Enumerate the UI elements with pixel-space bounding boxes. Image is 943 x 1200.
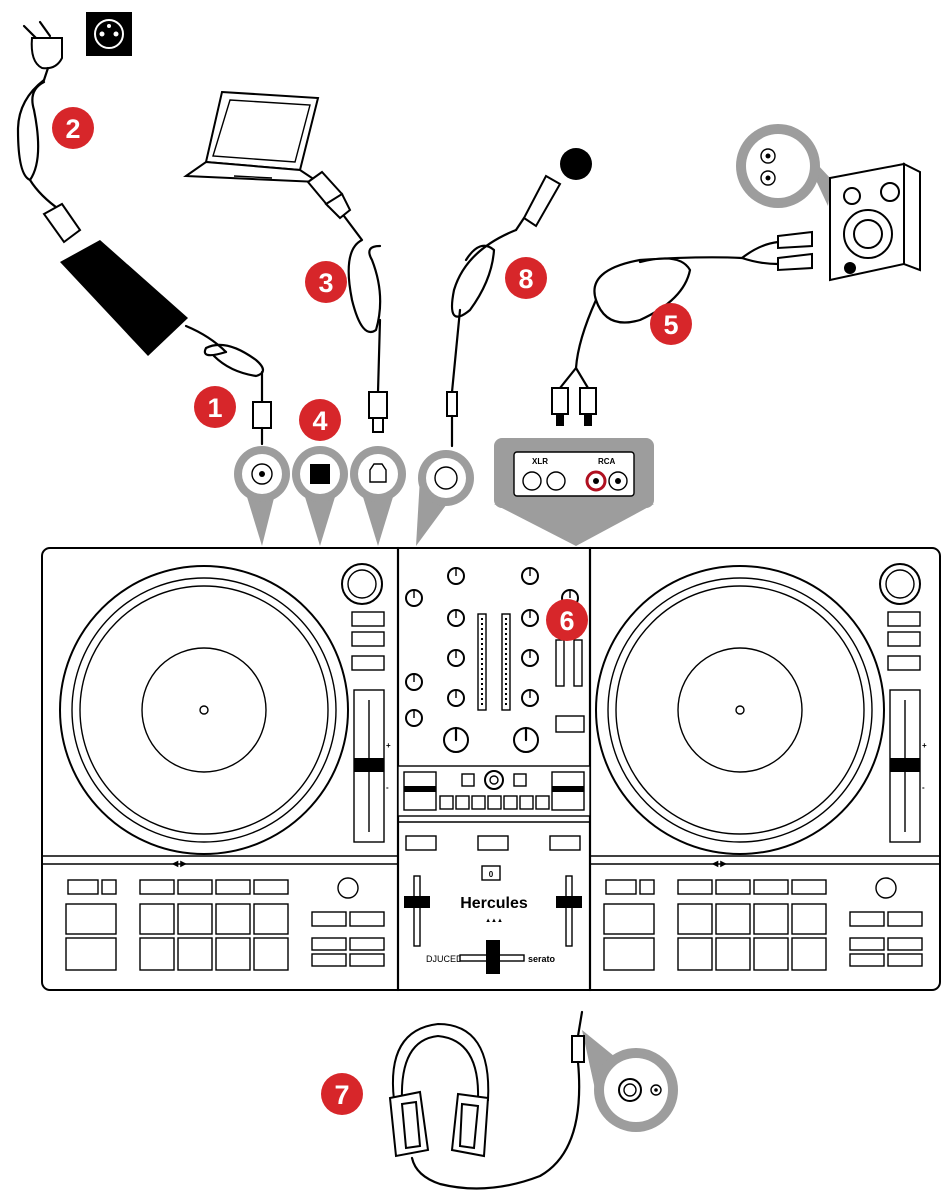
master-output-callout: XLR RCA bbox=[494, 438, 654, 546]
mixer-knob[interactable] bbox=[405, 589, 423, 607]
rca-label: RCA bbox=[598, 457, 616, 466]
svg-text:▲▲▲: ▲▲▲ bbox=[485, 918, 503, 924]
power-switch-callout bbox=[292, 446, 348, 546]
svg-text:6: 6 bbox=[559, 606, 574, 636]
mixer-knob[interactable] bbox=[405, 673, 423, 691]
headphones-icon bbox=[388, 1022, 490, 1158]
mic-input-callout bbox=[416, 450, 474, 546]
svg-text:4: 4 bbox=[312, 406, 327, 436]
right-deck-controls: + - bbox=[879, 563, 927, 843]
djuced-logo: DJUCED bbox=[426, 954, 463, 964]
svg-text:◀ ▶: ◀ ▶ bbox=[171, 859, 187, 868]
power-adapter-icon bbox=[42, 202, 228, 356]
badge-5: 5 bbox=[650, 303, 692, 345]
power-plug-icon bbox=[22, 20, 63, 82]
mixer-knob[interactable] bbox=[447, 689, 465, 707]
mixer-knob[interactable] bbox=[521, 689, 539, 707]
mixer-knob[interactable] bbox=[447, 567, 465, 585]
mixer-knob[interactable] bbox=[521, 609, 539, 627]
badge-1: 1 bbox=[194, 386, 236, 428]
laptop-icon bbox=[183, 90, 322, 184]
mixer-knob[interactable] bbox=[521, 649, 539, 667]
mixer-display: 0 bbox=[489, 870, 494, 879]
rca-cable-coil bbox=[574, 256, 744, 370]
svg-text:+: + bbox=[386, 741, 391, 750]
mixer-knob[interactable] bbox=[447, 649, 465, 667]
power-cable-coil bbox=[16, 78, 62, 212]
badge-6: 6 bbox=[546, 599, 588, 641]
headphone-jack-callout bbox=[582, 1030, 678, 1132]
badge-2: 2 bbox=[52, 107, 94, 149]
svg-text:1: 1 bbox=[207, 393, 222, 423]
mixer-section: 0 Hercules ▲▲▲ DJUCED serato bbox=[397, 567, 591, 974]
badge-8: 8 bbox=[505, 257, 547, 299]
badge-3: 3 bbox=[305, 261, 347, 303]
xlr-label: XLR bbox=[532, 457, 548, 466]
left-jog-wheel[interactable] bbox=[59, 565, 349, 855]
left-deck-controls: + - bbox=[341, 563, 391, 843]
hercules-logo: Hercules bbox=[460, 895, 528, 912]
badge-7: 7 bbox=[321, 1073, 363, 1115]
eu-socket-icon bbox=[86, 12, 132, 56]
svg-text:-: - bbox=[922, 783, 925, 792]
svg-text:+: + bbox=[922, 741, 927, 750]
rca-speaker-plugs-icon bbox=[740, 230, 813, 272]
usb-port-callout bbox=[350, 446, 406, 546]
badge-4: 4 bbox=[299, 399, 341, 441]
filter-knob[interactable] bbox=[513, 726, 539, 753]
filter-knob[interactable] bbox=[443, 726, 469, 753]
microphone-icon bbox=[514, 148, 592, 232]
dc-cable-coil bbox=[203, 343, 272, 446]
right-pad-section: ◀ ▶ bbox=[603, 859, 923, 971]
usb-a-plug-icon bbox=[306, 170, 352, 220]
speaker-callout bbox=[736, 124, 832, 208]
speaker-icon bbox=[829, 162, 921, 282]
headphone-plug-icon bbox=[571, 1010, 585, 1063]
dc-input-callout bbox=[234, 446, 290, 546]
mixer-knob[interactable] bbox=[447, 609, 465, 627]
svg-text:8: 8 bbox=[518, 264, 533, 294]
rca-mixer-plugs-icon bbox=[551, 366, 597, 426]
svg-text:2: 2 bbox=[65, 114, 80, 144]
usb-cable-coil bbox=[342, 214, 388, 433]
mic-cable-coil bbox=[446, 228, 518, 448]
right-jog-wheel[interactable] bbox=[595, 565, 885, 855]
svg-text:7: 7 bbox=[334, 1080, 349, 1110]
serato-logo: serato bbox=[528, 954, 556, 964]
svg-text:-: - bbox=[386, 783, 389, 792]
svg-text:3: 3 bbox=[318, 268, 333, 298]
mixer-knob[interactable] bbox=[405, 709, 423, 727]
svg-text:5: 5 bbox=[663, 310, 678, 340]
svg-text:◀ ▶: ◀ ▶ bbox=[711, 859, 727, 868]
mixer-knob[interactable] bbox=[521, 567, 539, 585]
headphone-cable bbox=[410, 1060, 581, 1190]
left-pad-section: ◀ ▶ bbox=[65, 859, 385, 971]
